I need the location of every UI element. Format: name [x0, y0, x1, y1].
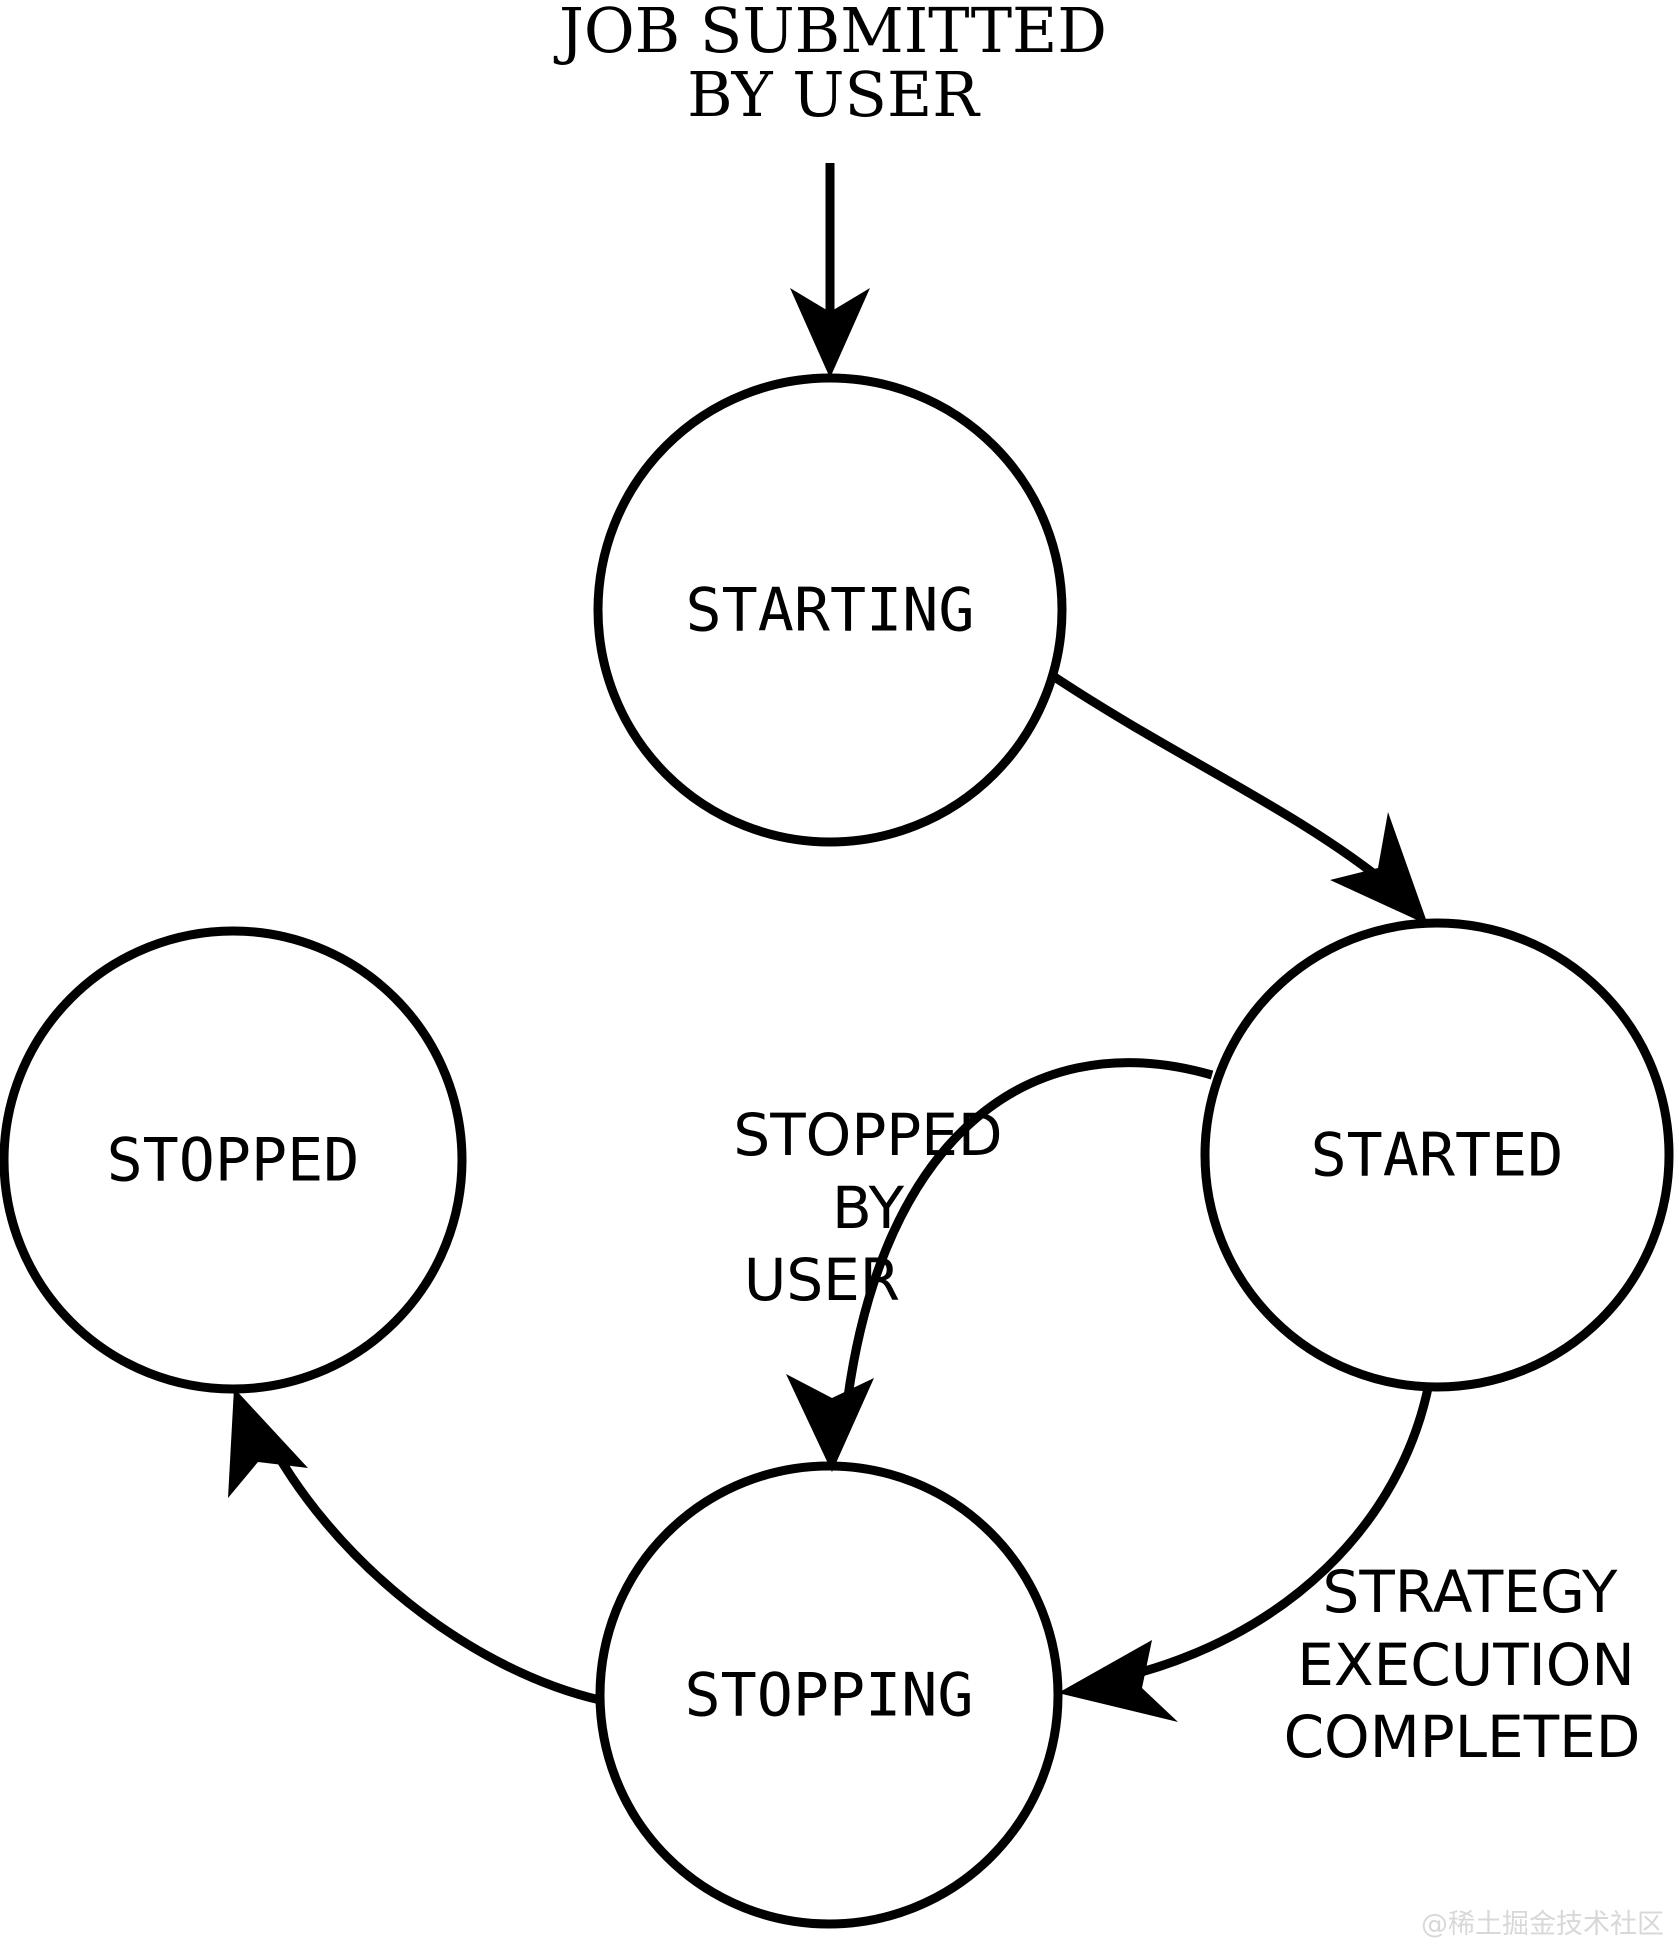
title-line-1: JOB SUBMITTED [553, 0, 1107, 67]
edge-label-strategy-execution-completed: STRATEGY EXECUTION COMPLETED [1284, 1558, 1641, 1771]
stopping-to-stopped-arrow-head-icon [228, 1388, 308, 1498]
node-label-started: STARTED [1311, 1121, 1564, 1191]
starting-to-started-curve [1050, 672, 1395, 892]
edge-label-stopped-by-user: STOPPED BY USER [733, 1101, 1002, 1314]
started-circle[interactable] [1200, 918, 1674, 1392]
node-label-starting: STARTING [686, 576, 975, 646]
entry-arrow-head-icon [790, 288, 870, 378]
started-to-stopping-user-curve [839, 1058, 1214, 1431]
edge-entry-to-starting [790, 163, 870, 378]
edge-stopping-to-stopped [228, 1388, 602, 1705]
title-line-2: BY USER [687, 58, 981, 131]
node-starting[interactable] [593, 373, 1067, 847]
stopped-circle[interactable] [0, 926, 467, 1394]
stopping-to-stopped-curve [259, 1427, 602, 1705]
edge-label-user-line-1: STOPPED [733, 1101, 1002, 1169]
starting-circle[interactable] [593, 373, 1067, 847]
stopping-circle[interactable] [595, 1461, 1063, 1929]
edge-label-completed-line-3: COMPLETED [1284, 1703, 1641, 1771]
starting-to-started-arrow-head-icon [1330, 812, 1428, 925]
edge-started-to-stopping-user [786, 1058, 1214, 1472]
edge-starting-to-started [1050, 672, 1428, 925]
started-to-stopping-user-arrow-head-icon [786, 1374, 874, 1472]
edge-label-user-line-2: BY [832, 1174, 905, 1242]
edge-started-to-stopping-completed [1058, 1387, 1433, 1722]
diagram-title: JOB SUBMITTED BY USER [553, 0, 1107, 131]
edge-label-completed-line-1: STRATEGY [1323, 1558, 1618, 1626]
started-to-stopping-completed-arrow-head-icon [1058, 1640, 1178, 1722]
edge-label-user-line-3: USER [744, 1246, 900, 1314]
edge-label-completed-line-2: EXECUTION [1297, 1631, 1635, 1699]
node-started[interactable] [1200, 918, 1674, 1392]
node-stopped[interactable] [0, 926, 467, 1394]
started-to-stopping-completed-curve [1109, 1387, 1433, 1685]
node-label-stopping: STOPPING [685, 1661, 974, 1731]
node-label-stopped: STOPPED [107, 1126, 360, 1196]
node-stopping[interactable] [595, 1461, 1063, 1929]
watermark: @稀土掘金技术社区 [1421, 1909, 1664, 1940]
